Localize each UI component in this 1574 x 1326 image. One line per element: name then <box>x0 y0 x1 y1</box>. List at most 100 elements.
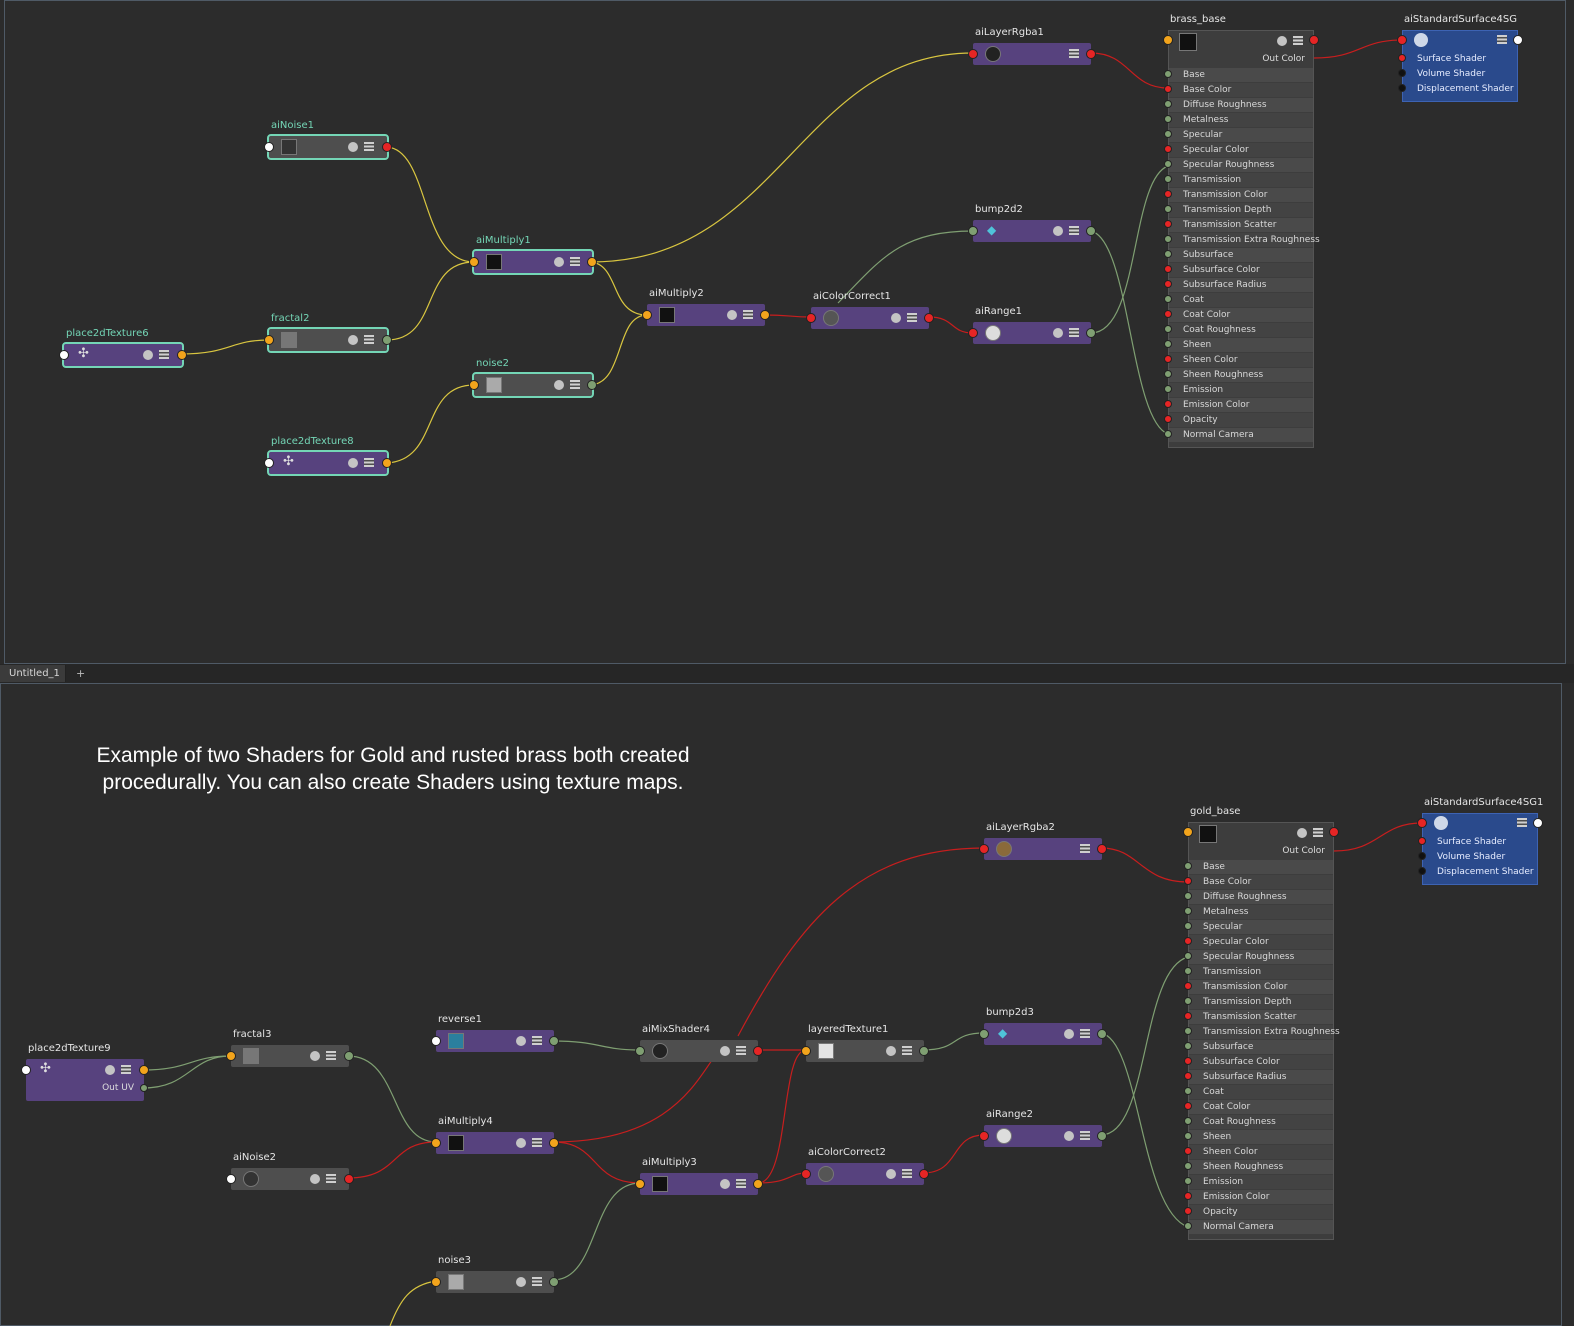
attribute-input-port[interactable] <box>1184 892 1192 900</box>
settings-icon[interactable] <box>886 1046 896 1056</box>
output-port[interactable] <box>1309 35 1319 45</box>
attribute-row[interactable]: Emission <box>1169 383 1313 397</box>
attribute-row[interactable]: Sheen <box>1189 1130 1333 1144</box>
output-port[interactable] <box>139 1065 149 1075</box>
output-port[interactable] <box>587 380 597 390</box>
attribute-row[interactable]: Subsurface <box>1189 1040 1333 1054</box>
input-port[interactable] <box>264 142 274 152</box>
input-port[interactable] <box>264 458 274 468</box>
settings-icon[interactable] <box>720 1046 730 1056</box>
output-port[interactable] <box>1097 1131 1107 1141</box>
attributes-icon[interactable] <box>364 335 374 344</box>
node-ainoise1[interactable] <box>267 134 389 160</box>
output-port[interactable] <box>549 1277 559 1287</box>
attribute-row[interactable]: Transmission Color <box>1189 980 1333 994</box>
output-port[interactable] <box>177 350 187 360</box>
surface-shader-port[interactable] <box>1398 54 1406 62</box>
output-port[interactable] <box>753 1179 763 1189</box>
attribute-row[interactable]: Specular <box>1189 920 1333 934</box>
output-port[interactable] <box>549 1036 559 1046</box>
attributes-icon[interactable] <box>1080 844 1090 853</box>
settings-icon[interactable] <box>1277 36 1287 46</box>
output-port[interactable] <box>753 1046 763 1056</box>
output-port[interactable] <box>760 310 770 320</box>
settings-icon[interactable] <box>516 1277 526 1287</box>
attribute-row[interactable]: Transmission Scatter <box>1169 218 1313 232</box>
input-port[interactable] <box>1183 827 1193 837</box>
attributes-icon[interactable] <box>570 257 580 266</box>
attributes-icon[interactable] <box>532 1277 542 1286</box>
node-shading-group[interactable]: Surface Shader Volume Shader Displacemen… <box>1422 813 1538 885</box>
attribute-input-port[interactable] <box>1164 430 1172 438</box>
attributes-icon[interactable] <box>736 1046 746 1055</box>
input-port[interactable] <box>635 1179 645 1189</box>
attribute-input-port[interactable] <box>1164 280 1172 288</box>
attribute-row[interactable]: Coat Roughness <box>1189 1115 1333 1129</box>
attribute-input-port[interactable] <box>1184 1192 1192 1200</box>
attribute-input-port[interactable] <box>1164 190 1172 198</box>
attribute-row[interactable]: Specular Roughness <box>1169 158 1313 172</box>
attributes-icon[interactable] <box>1517 818 1527 827</box>
output-port[interactable] <box>924 313 934 323</box>
attribute-row[interactable]: Sheen Color <box>1189 1145 1333 1159</box>
settings-icon[interactable] <box>310 1174 320 1184</box>
output-port[interactable] <box>1329 827 1339 837</box>
node-place2dtexture6[interactable]: ✣ <box>62 342 184 368</box>
input-port[interactable] <box>431 1277 441 1287</box>
settings-icon[interactable] <box>1297 828 1307 838</box>
attributes-icon[interactable] <box>1080 1131 1090 1140</box>
attribute-input-port[interactable] <box>1184 1027 1192 1035</box>
attributes-icon[interactable] <box>1069 49 1079 58</box>
attribute-row[interactable]: Transmission <box>1189 965 1333 979</box>
attribute-row[interactable]: Coat Color <box>1189 1100 1333 1114</box>
input-port[interactable] <box>1397 35 1407 45</box>
node-bump2d3[interactable]: ◆ <box>984 1023 1102 1045</box>
output-port[interactable] <box>382 458 392 468</box>
node-ailayerrgba1[interactable] <box>973 43 1091 65</box>
attribute-row[interactable]: Subsurface Color <box>1189 1055 1333 1069</box>
node-aimultiply2[interactable] <box>647 304 765 326</box>
attribute-input-port[interactable] <box>1184 1147 1192 1155</box>
attribute-input-port[interactable] <box>1164 415 1172 423</box>
attribute-input-port[interactable] <box>1164 400 1172 408</box>
output-port[interactable] <box>1086 49 1096 59</box>
attribute-input-port[interactable] <box>1184 937 1192 945</box>
attribute-input-port[interactable] <box>1184 1102 1192 1110</box>
output-port[interactable] <box>382 142 392 152</box>
attribute-input-port[interactable] <box>1164 145 1172 153</box>
attribute-input-port[interactable] <box>1184 1087 1192 1095</box>
settings-icon[interactable] <box>516 1138 526 1148</box>
input-port[interactable] <box>979 1131 989 1141</box>
attribute-row[interactable]: Transmission Extra Roughness <box>1189 1025 1340 1039</box>
displacement-shader-port[interactable] <box>1418 867 1426 875</box>
attribute-row[interactable]: Base <box>1169 68 1313 82</box>
settings-icon[interactable] <box>1064 1131 1074 1141</box>
attribute-input-port[interactable] <box>1184 877 1192 885</box>
attributes-icon[interactable] <box>743 310 753 319</box>
attributes-icon[interactable] <box>1293 36 1303 45</box>
attribute-input-port[interactable] <box>1184 862 1192 870</box>
attribute-row[interactable]: Base <box>1189 860 1333 874</box>
settings-icon[interactable] <box>310 1051 320 1061</box>
attribute-row[interactable]: Specular Color <box>1169 143 1313 157</box>
attribute-input-port[interactable] <box>1184 982 1192 990</box>
settings-icon[interactable] <box>348 335 358 345</box>
settings-icon[interactable] <box>105 1065 115 1075</box>
attribute-row[interactable]: Emission Color <box>1189 1190 1333 1204</box>
settings-icon[interactable] <box>891 313 901 323</box>
attribute-row[interactable]: Sheen Roughness <box>1189 1160 1333 1174</box>
attributes-icon[interactable] <box>121 1065 131 1074</box>
attribute-row[interactable]: Sheen <box>1169 338 1313 352</box>
attribute-input-port[interactable] <box>1184 1042 1192 1050</box>
attribute-input-port[interactable] <box>1184 1117 1192 1125</box>
attribute-input-port[interactable] <box>1164 220 1172 228</box>
attribute-input-port[interactable] <box>1164 310 1172 318</box>
input-port[interactable] <box>635 1046 645 1056</box>
input-port[interactable] <box>806 313 816 323</box>
attribute-input-port[interactable] <box>1184 922 1192 930</box>
output-port[interactable] <box>382 335 392 345</box>
attribute-input-port[interactable] <box>1164 295 1172 303</box>
output-port[interactable] <box>1086 226 1096 236</box>
attribute-input-port[interactable] <box>1184 952 1192 960</box>
settings-icon[interactable] <box>143 350 153 360</box>
